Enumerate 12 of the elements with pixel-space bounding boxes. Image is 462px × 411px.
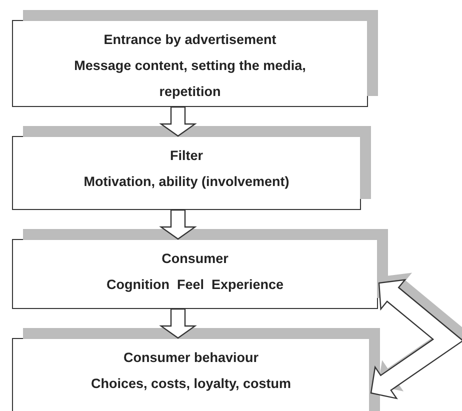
box-heading: Entrance by advertisement bbox=[104, 31, 276, 49]
double-block-arrow bbox=[370, 272, 462, 400]
block-arrow bbox=[159, 308, 197, 339]
box-heading: Consumer bbox=[162, 250, 228, 268]
block-arrow bbox=[159, 106, 197, 137]
box-text: Choices, costs, loyalty, costum bbox=[90, 375, 292, 393]
box-heading: Consumer behaviour bbox=[123, 349, 259, 367]
box-text: Message content, setting the media, repetition bbox=[73, 57, 307, 101]
box-text: Cognition Feel Experience bbox=[106, 276, 284, 294]
box-heading: Filter bbox=[170, 147, 203, 165]
box-text: Motivation, ability (involvement) bbox=[84, 173, 290, 191]
block-arrow bbox=[159, 209, 197, 240]
